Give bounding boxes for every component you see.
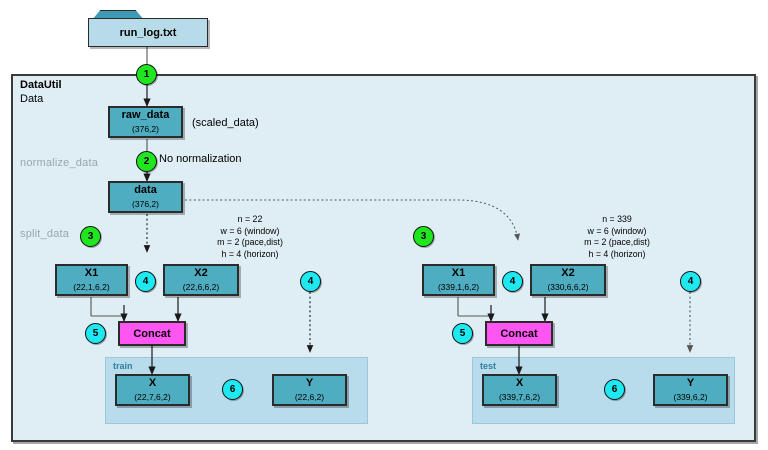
node-raw-data-shape: (376,2) xyxy=(132,123,159,134)
node-train-x2-name: X2 xyxy=(194,266,208,279)
node-train-x1-shape: (22,1,6,2) xyxy=(73,281,110,292)
step-badge-2[interactable]: 2 xyxy=(136,151,157,172)
node-train-x1[interactable]: X1 (22,1,6,2) xyxy=(55,264,128,296)
datautil-title: DataUtil xyxy=(20,79,62,91)
node-test-x-shape: (339,7,6,2) xyxy=(498,391,541,402)
node-train-x1-name: X1 xyxy=(84,266,99,279)
node-test-x-name: X xyxy=(515,376,524,389)
node-raw-data[interactable]: raw_data (376,2) xyxy=(108,106,183,138)
node-train-y[interactable]: Y (22,6,2) xyxy=(272,374,347,406)
node-data-name: data xyxy=(134,183,157,196)
node-test-y[interactable]: Y (339,6,2) xyxy=(653,374,728,406)
node-test-x[interactable]: X (339,7,6,2) xyxy=(482,374,557,406)
node-train-x2[interactable]: X2 (22,6,6,2) xyxy=(163,264,239,296)
node-test-y-shape: (339,6,2) xyxy=(673,391,708,402)
node-train-x[interactable]: X (22,7,6,2) xyxy=(115,374,190,406)
note-scaled-data: (scaled_data) xyxy=(192,117,259,129)
node-test-x1-name: X1 xyxy=(451,266,466,279)
datautil-subtitle: Data xyxy=(20,93,44,105)
step-badge-6-test[interactable]: 6 xyxy=(604,379,625,400)
node-test-x2-shape: (330,6,6,2) xyxy=(547,281,589,292)
params-train: n = 22 w = 6 (window) m = 2 (pace,dist) … xyxy=(217,214,283,259)
step-badge-6-train[interactable]: 6 xyxy=(222,379,243,400)
node-test-x1[interactable]: X1 (339,1,6,2) xyxy=(422,264,495,296)
node-train-y-shape: (22,6,2) xyxy=(294,391,325,402)
node-test-x1-shape: (339,1,6,2) xyxy=(437,281,480,292)
node-test-x2-name: X2 xyxy=(561,266,575,279)
group-test-label: test xyxy=(480,361,497,371)
step-badge-3-test[interactable]: 3 xyxy=(413,226,434,247)
source-file-node[interactable]: run_log.txt xyxy=(88,10,208,47)
node-train-x-name: X xyxy=(148,376,157,389)
node-train-x2-shape: (22,6,6,2) xyxy=(182,281,220,292)
step-badge-5-test[interactable]: 5 xyxy=(452,323,473,344)
node-test-y-name: Y xyxy=(686,376,695,389)
node-train-concat[interactable]: Concat xyxy=(118,321,186,346)
node-test-concat[interactable]: Concat xyxy=(485,321,553,346)
params-test: n = 339 w = 6 (window) m = 2 (pace,dist)… xyxy=(584,214,650,259)
node-train-x-shape: (22,7,6,2) xyxy=(134,391,171,402)
node-raw-data-name: raw_data xyxy=(121,108,170,121)
step-badge-4-train-x[interactable]: 4 xyxy=(135,271,156,292)
step-badge-4-train-y[interactable]: 4 xyxy=(300,271,321,292)
step-badge-1[interactable]: 1 xyxy=(136,64,157,85)
node-train-y-name: Y xyxy=(305,376,314,389)
lane-label-normalize-data: normalize_data xyxy=(20,157,99,169)
note-no-normalization: No normalization xyxy=(159,153,242,165)
node-data[interactable]: data (376,2) xyxy=(108,181,183,213)
group-train-label: train xyxy=(113,361,133,371)
step-badge-4-test-y[interactable]: 4 xyxy=(680,271,701,292)
source-file-label: run_log.txt xyxy=(88,18,208,47)
node-test-x2[interactable]: X2 (330,6,6,2) xyxy=(530,264,606,296)
step-badge-4-test-x[interactable]: 4 xyxy=(502,271,523,292)
lane-label-split-data: split_data xyxy=(20,228,70,240)
step-badge-3-train[interactable]: 3 xyxy=(80,226,101,247)
step-badge-5-train[interactable]: 5 xyxy=(85,323,106,344)
node-data-shape: (376,2) xyxy=(132,198,159,209)
